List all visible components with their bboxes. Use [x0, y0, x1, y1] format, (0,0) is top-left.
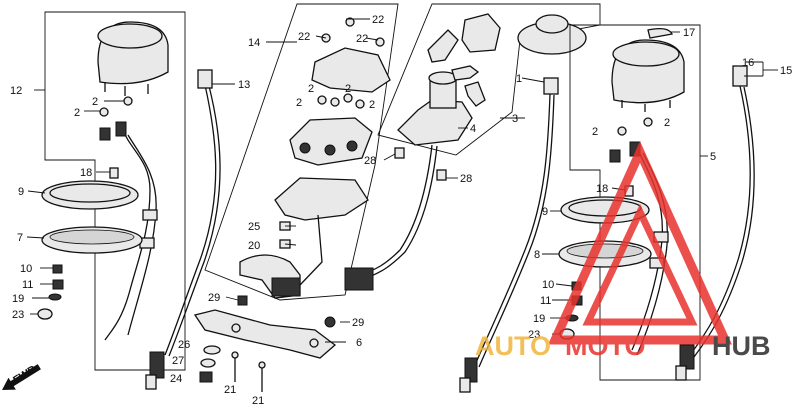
part-23-left — [37, 308, 53, 320]
stem-assembly-center — [193, 3, 399, 392]
bulb-18-left — [109, 167, 119, 179]
part-19-left — [48, 293, 62, 301]
part-24 — [199, 371, 213, 383]
label-24: 24 — [170, 373, 182, 385]
label-6: 6 — [356, 337, 362, 349]
label-19: 19 — [12, 293, 24, 305]
watermark-triangle-logo — [548, 141, 732, 345]
label-10: 10 — [20, 263, 32, 275]
label-16: 16 — [742, 57, 754, 69]
group-frame-14 — [204, 3, 399, 301]
ignition-key-a — [451, 65, 480, 81]
top-bracket — [311, 47, 391, 93]
bolt-29-left — [237, 295, 248, 306]
label-19: 19 — [533, 313, 545, 325]
screw-2-left-b — [99, 107, 109, 117]
label-10: 10 — [542, 279, 554, 291]
label-22: 22 — [356, 33, 368, 45]
label-21: 21 — [224, 384, 236, 396]
ignition-connector — [344, 267, 374, 291]
label-9: 9 — [542, 206, 548, 218]
label-14: 14 — [248, 37, 260, 49]
watermark-text-moto: MOTO — [565, 331, 646, 361]
ignition-assembly — [344, 3, 601, 291]
label-5: 5 — [710, 151, 716, 163]
label-4: 4 — [470, 123, 476, 135]
speedometer-assembly-left — [37, 11, 186, 371]
label-17: 17 — [683, 27, 695, 39]
label-29: 29 — [352, 317, 364, 329]
label-2: 2 — [296, 97, 302, 109]
part-10-left — [52, 264, 63, 274]
label-2: 2 — [308, 83, 314, 95]
label-27: 27 — [172, 355, 184, 367]
label-2: 2 — [345, 83, 351, 95]
label-26: 26 — [178, 339, 190, 351]
label-2: 2 — [92, 96, 98, 108]
part-11-left — [52, 279, 64, 290]
label-7: 7 — [17, 232, 23, 244]
bolt-29-right — [324, 316, 336, 328]
label-23: 23 — [12, 309, 24, 321]
meter-cable-15 — [675, 65, 755, 381]
lower-bracket — [274, 177, 369, 221]
label-28: 28 — [460, 173, 472, 185]
group-bracket-5 — [569, 24, 701, 381]
label-28: 28 — [364, 155, 376, 167]
meter-body-right — [611, 39, 685, 112]
label-29: 29 — [208, 292, 220, 304]
label-25: 25 — [248, 221, 260, 233]
socket-left — [115, 121, 127, 137]
label-11: 11 — [22, 279, 33, 291]
upper-holder — [289, 117, 373, 166]
ignition-key-b — [464, 81, 486, 107]
label-2: 2 — [369, 99, 375, 111]
label-22: 22 — [298, 31, 310, 43]
tachometer-assembly-right — [558, 24, 701, 381]
label-13: 13 — [238, 79, 250, 91]
watermark-text-hub: HUB — [712, 331, 771, 361]
meter-cable-1 — [459, 77, 559, 393]
part-27 — [200, 358, 216, 368]
forward-arrow: FWD — [2, 363, 41, 390]
automotohub-watermark: AUTO MOTO HUB — [475, 141, 771, 361]
part-26 — [203, 345, 221, 355]
meter-body-left — [97, 21, 169, 96]
label-22: 22 — [372, 14, 384, 26]
part-numbers: 12 2 2 18 9 7 10 11 19 23 13 14 22 22 22… — [10, 14, 792, 407]
label-18: 18 — [596, 183, 608, 195]
watermark-triangle-inner — [582, 203, 698, 326]
meter-cable-13 — [145, 69, 221, 390]
group-bracket-12 — [44, 11, 186, 371]
part-28-right — [436, 169, 447, 181]
label-11: 11 — [540, 295, 551, 307]
part-28-left — [394, 147, 405, 159]
label-2: 2 — [664, 117, 670, 129]
label-1: 1 — [516, 73, 522, 85]
mounting-plate-6 — [193, 309, 337, 359]
label-2: 2 — [592, 126, 598, 138]
label-9: 9 — [18, 186, 24, 198]
label-2: 2 — [74, 107, 80, 119]
screw-2-left-a — [123, 96, 133, 106]
ignition-switch-4 — [397, 99, 473, 146]
label-18: 18 — [80, 167, 92, 179]
socket-left-b — [99, 127, 111, 141]
label-20: 20 — [248, 240, 260, 252]
group-frame-3 — [377, 3, 601, 156]
watermark-triangle-outer — [548, 141, 732, 345]
watermark-text-auto: AUTO — [475, 331, 551, 361]
label-3: 3 — [512, 113, 518, 125]
label-21: 21 — [252, 395, 264, 407]
label-23: 23 — [528, 329, 540, 341]
ignition-bracket — [427, 29, 459, 63]
label-12: 12 — [10, 85, 22, 97]
label-8: 8 — [534, 249, 540, 261]
label-15: 15 — [780, 65, 792, 77]
